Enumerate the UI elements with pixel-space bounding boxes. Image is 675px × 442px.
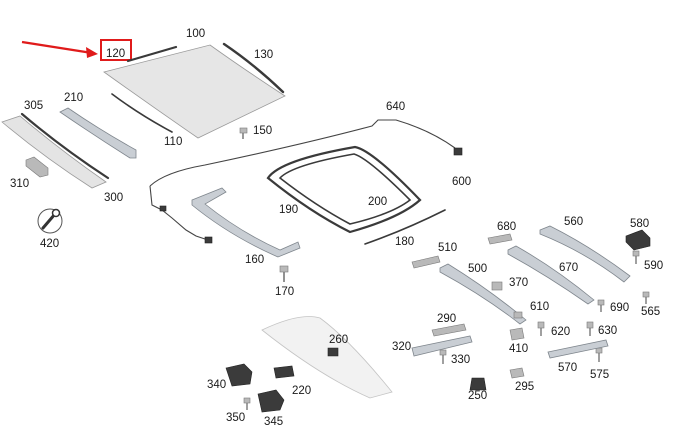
label-330: 330 <box>451 354 470 366</box>
rail-670 <box>507 245 595 305</box>
highlight-arrow <box>21 40 98 58</box>
bolt-590 <box>632 250 640 264</box>
block-310 <box>25 156 49 178</box>
housing-shell <box>261 316 393 399</box>
bolt-630 <box>586 321 594 336</box>
label-340: 340 <box>207 379 226 391</box>
plug-250 <box>469 377 487 391</box>
part-610 <box>513 311 523 319</box>
seal-130 <box>222 42 285 94</box>
label-570: 570 <box>558 362 577 374</box>
trim-strip-120 <box>126 45 178 63</box>
label-345: 345 <box>264 416 283 428</box>
bolt-620 <box>537 321 545 336</box>
strip-320 <box>411 335 473 357</box>
bolt-565 <box>642 291 650 304</box>
switch-220 <box>273 365 295 379</box>
clip-680 <box>487 233 513 245</box>
label-200: 200 <box>368 196 387 208</box>
rail-500 <box>439 263 527 325</box>
cable-branch-640 <box>149 185 209 241</box>
label-160: 160 <box>245 254 264 266</box>
label-510: 510 <box>438 242 457 254</box>
label-630: 630 <box>598 325 617 337</box>
label-420: 420 <box>40 238 59 250</box>
block-370 <box>491 281 503 291</box>
label-670: 670 <box>559 262 578 274</box>
seal-110 <box>111 93 173 133</box>
frame-200 <box>266 145 422 234</box>
motor-345 <box>257 389 285 413</box>
highlight-box <box>100 39 132 61</box>
label-305: 305 <box>24 100 43 112</box>
guide-rail-160 <box>191 187 301 258</box>
label-320: 320 <box>392 341 411 353</box>
label-180: 180 <box>395 236 414 248</box>
label-680: 680 <box>497 221 516 233</box>
bolt-575 <box>595 347 603 362</box>
screw-150 <box>239 127 248 139</box>
rail-560 <box>539 225 631 283</box>
cable-harness-640 <box>149 119 456 187</box>
seal-180 <box>364 209 446 245</box>
label-170: 170 <box>275 286 294 298</box>
clip-510 <box>411 255 441 269</box>
label-410: 410 <box>509 343 528 355</box>
label-210: 210 <box>64 92 83 104</box>
label-260: 260 <box>329 334 348 346</box>
label-220: 220 <box>292 385 311 397</box>
seal-305 <box>20 112 110 180</box>
label-500: 500 <box>468 263 487 275</box>
label-640: 640 <box>386 101 405 113</box>
label-190: 190 <box>279 204 298 216</box>
label-310: 310 <box>10 178 29 190</box>
bolt-690 <box>597 299 605 312</box>
connector-bottom <box>204 236 213 244</box>
motor-340 <box>225 363 253 387</box>
label-620: 620 <box>551 326 570 338</box>
label-690: 690 <box>610 302 629 314</box>
bolt-330 <box>439 349 447 364</box>
label-100: 100 <box>186 28 205 40</box>
label-370: 370 <box>509 277 528 289</box>
strip-570 <box>547 339 609 359</box>
bracket-210 <box>59 107 137 159</box>
label-150: 150 <box>253 125 272 137</box>
cap-260 <box>327 347 339 357</box>
callout-labels: 100 120 130 150 110 305 210 310 300 420 … <box>10 28 663 428</box>
label-110: 110 <box>164 136 182 148</box>
label-290: 290 <box>437 313 456 325</box>
label-130: 130 <box>254 49 273 61</box>
label-575: 575 <box>590 369 609 381</box>
label-580: 580 <box>630 218 649 230</box>
label-295: 295 <box>515 381 534 393</box>
sunshade-300 <box>1 115 107 189</box>
bolt-170 <box>279 265 289 282</box>
label-590: 590 <box>644 260 663 272</box>
label-300: 300 <box>104 192 123 204</box>
clip-295 <box>509 367 525 379</box>
label-250: 250 <box>468 390 487 402</box>
label-565: 565 <box>641 306 660 318</box>
strip-290 <box>431 323 467 337</box>
label-610: 610 <box>530 301 549 313</box>
connector-left <box>159 205 167 212</box>
bolt-350 <box>243 397 251 410</box>
part-410 <box>509 327 525 341</box>
label-600: 600 <box>452 176 471 188</box>
label-560: 560 <box>564 216 583 228</box>
label-120: 120 <box>106 48 125 60</box>
motor-580 <box>625 229 651 251</box>
frame-200-inner <box>278 153 412 225</box>
glass-panel-100 <box>103 44 286 139</box>
label-350: 350 <box>226 412 245 424</box>
connector-640 <box>453 147 463 156</box>
wrench-icon-420 <box>37 208 63 234</box>
